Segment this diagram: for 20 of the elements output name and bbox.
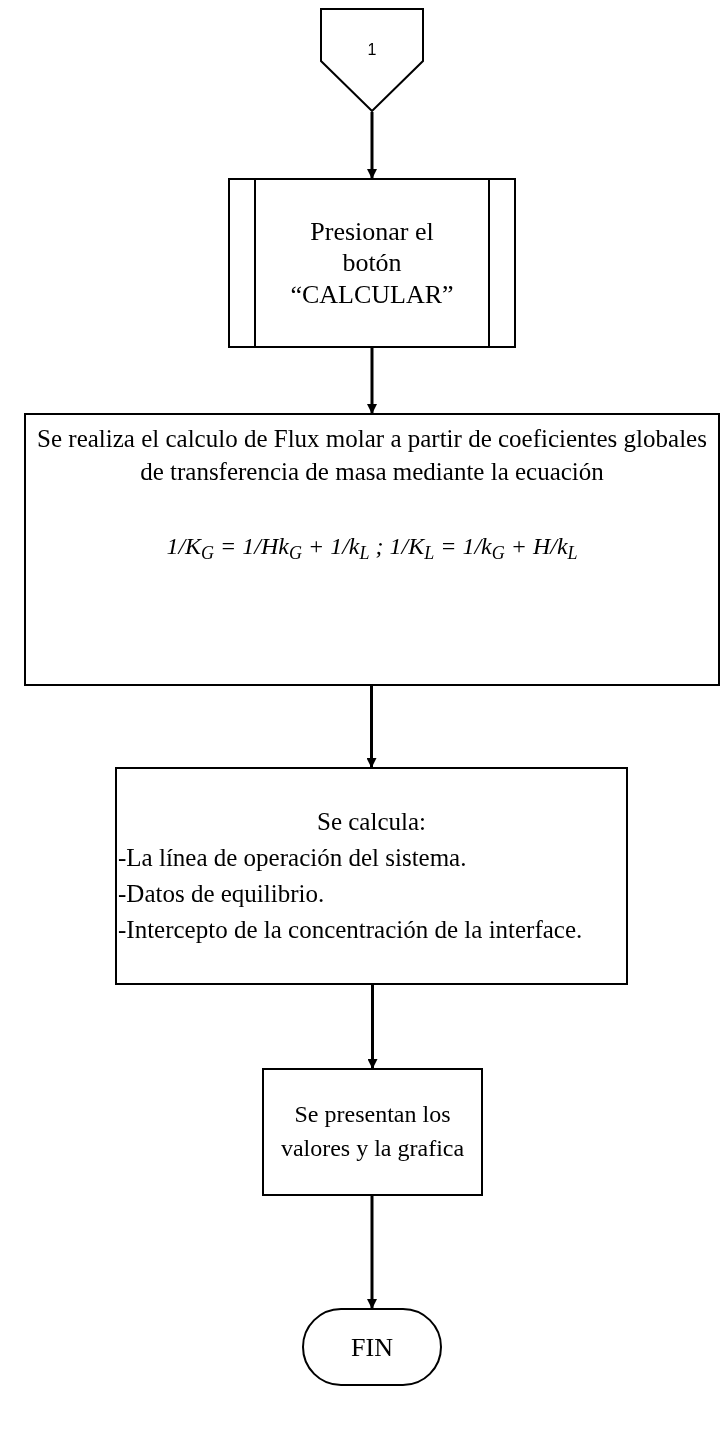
- arrow: [367, 348, 377, 414]
- box-text: Se presentan los valores y la grafica: [279, 1100, 466, 1163]
- equation: 1/K$_{G}$ = 1/Hk$_{G}$ + 1/k$_{L}$ ; 1/K$_{L}$ = 1/k$_{G}$ + H/k$_{L}$: [166, 532, 578, 564]
- list-item: -Intercepto de la concentración de la interface.: [118, 915, 584, 946]
- process-box: [24, 413, 720, 686]
- connector-number: 1: [367, 40, 377, 60]
- box-heading: Se calcula:: [316, 806, 427, 837]
- list-item: -Datos de equilibrio.: [118, 879, 326, 909]
- arrow: [367, 1196, 377, 1309]
- subroutine-box: [228, 178, 516, 348]
- arrow: [366, 686, 377, 768]
- off-page-connector: [320, 8, 424, 112]
- arrow: [367, 985, 378, 1069]
- box-text: Se realiza el calculo de Flux molar a partir de coeficientes globales de transferencia de masa mediante la ecuación: [36, 424, 708, 487]
- process-box: [115, 767, 628, 985]
- process-box: [262, 1068, 483, 1196]
- arrow: [367, 112, 377, 179]
- box-text: Presionar el botón “CALCULAR”: [289, 216, 455, 310]
- list-item: -La línea de operación del sistema.: [118, 842, 468, 873]
- terminator-text: FIN: [351, 1331, 393, 1364]
